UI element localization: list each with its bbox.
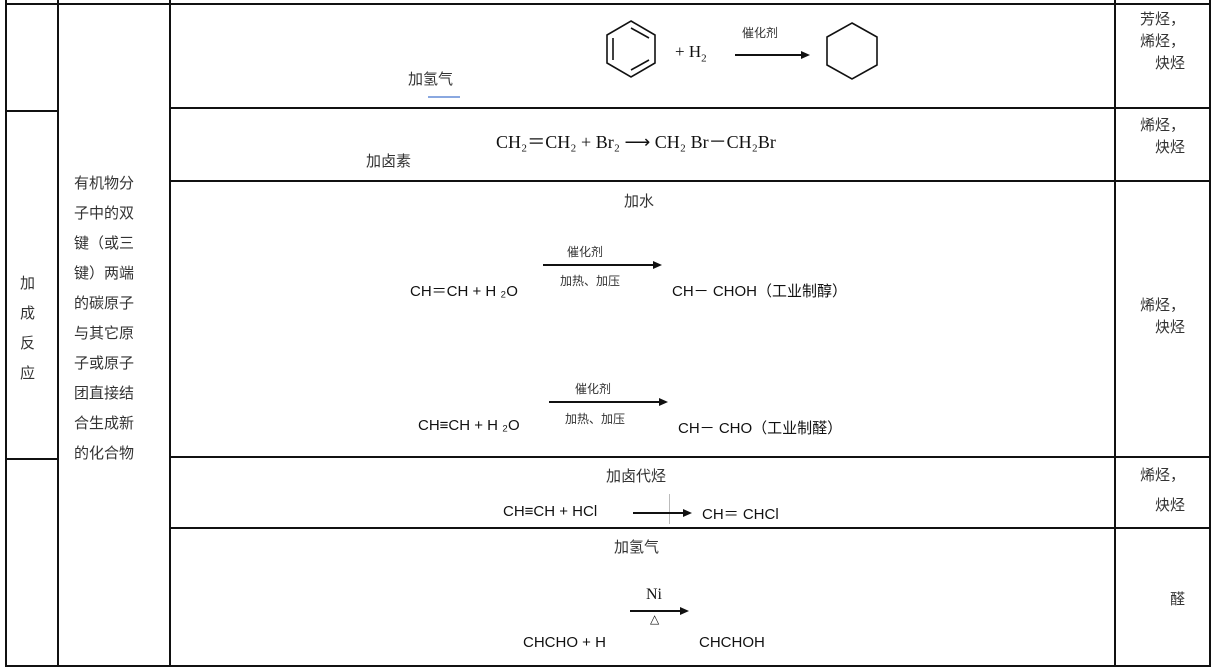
category-char: 加 xyxy=(20,274,36,292)
reaction-label: 加氢气 xyxy=(408,70,454,88)
arrow-head-icon xyxy=(653,260,662,269)
category-column-divider xyxy=(57,0,59,667)
arrow-box xyxy=(630,494,670,524)
condition-below: 加热、加压 xyxy=(565,412,626,426)
definition-line: 有机物分 xyxy=(74,174,135,192)
table-top-border xyxy=(5,3,1211,5)
definition-line: 团直接结 xyxy=(74,384,135,402)
left-section-divider-top xyxy=(5,110,57,112)
catalyst-label: 催化剂 xyxy=(742,26,779,40)
applies-to-cell: 烯烃， 炔烃 xyxy=(1140,114,1185,158)
reaction-label: 加卤代烃 xyxy=(606,467,667,485)
water-equation-2-right: CH－ CHO（工业制醛） xyxy=(678,420,843,437)
aldehyde-equation-right: CHCHOH xyxy=(699,634,765,651)
hydrogen-reagent: + H2 xyxy=(675,42,707,65)
arrow-head-icon xyxy=(683,508,692,517)
left-section-divider-bottom xyxy=(5,458,57,460)
condition-below: 加热、加压 xyxy=(560,274,621,288)
applies-line: 烯烃， xyxy=(1139,116,1185,134)
reaction-arrow xyxy=(543,264,655,266)
aldehyde-equation-left: CHCHO + H xyxy=(523,634,606,651)
definition-line: 的化合物 xyxy=(74,444,135,462)
definition-line: 键）两端 xyxy=(74,264,135,282)
applies-line: 烯烃， xyxy=(1139,466,1185,484)
applies-line: 炔烃 xyxy=(1154,54,1185,72)
halogen-equation: CH₂＝CH₂ + Br₂ ⟶ CH₂ Br－CH₂Br xyxy=(496,132,776,152)
arrow-head-icon xyxy=(680,606,689,615)
applies-line: 烯烃， xyxy=(1139,32,1185,50)
row-divider-4 xyxy=(169,527,1211,529)
applies-line: 炔烃 xyxy=(1154,318,1185,336)
label-underline xyxy=(428,96,460,98)
water-equation-2-left: CH≡CH + H ₂O xyxy=(418,417,520,434)
table-left-border xyxy=(5,0,7,667)
cyclohexane-structure-icon xyxy=(826,22,878,80)
reaction-arrow xyxy=(633,512,685,514)
applies-to-cell: 烯烃， 炔烃 xyxy=(1140,464,1185,516)
category-char: 应 xyxy=(20,364,36,382)
reaction-label: 加氢气 xyxy=(614,538,660,556)
definition-line: 与其它原 xyxy=(74,324,135,342)
applies-to-cell: 烯烃， 炔烃 xyxy=(1140,294,1185,338)
category-char: 反 xyxy=(20,334,36,352)
benzene-structure-icon xyxy=(606,20,656,78)
arrow-head-icon xyxy=(801,50,810,59)
applies-line: 芳烃， xyxy=(1139,10,1185,28)
row-divider-3 xyxy=(169,456,1211,458)
catalyst-nickel: Ni xyxy=(646,586,662,603)
applies-line: 醛 xyxy=(1169,590,1185,608)
row-divider-1 xyxy=(169,107,1211,109)
definition-line: 的碳原子 xyxy=(74,294,135,312)
reaction-arrow xyxy=(735,54,803,56)
reaction-arrow xyxy=(549,401,661,403)
arrow-head-icon xyxy=(659,397,668,406)
definition-line: 合生成新 xyxy=(74,414,135,432)
table-bottom-border xyxy=(5,665,1211,667)
reaction-label: 加水 xyxy=(624,192,655,210)
applies-line: 炔烃 xyxy=(1154,138,1185,156)
definition-line: 子中的双 xyxy=(74,204,135,222)
applies-column-divider xyxy=(1114,0,1116,667)
applies-to-cell: 芳烃， 烯烃， 炔烃 xyxy=(1140,8,1185,74)
row-divider-2 xyxy=(169,180,1211,182)
water-equation-1-left: CH＝CH + H ₂O xyxy=(410,283,518,300)
category-char: 成 xyxy=(20,304,36,322)
hcl-equation-right: CH＝ CHCl xyxy=(702,506,779,523)
water-equation-1-right: CH－ CHOH（工业制醇） xyxy=(672,283,847,300)
definition-line: 子或原子 xyxy=(74,354,135,372)
reaction-label: 加卤素 xyxy=(366,152,412,170)
table-right-border xyxy=(1209,0,1211,667)
heat-symbol: △ xyxy=(650,612,660,626)
hcl-equation-left: CH≡CH + HCl xyxy=(503,503,598,520)
condition-above: 催化剂 xyxy=(567,245,604,259)
applies-line: 炔烃 xyxy=(1154,496,1185,514)
reaction-arrow xyxy=(630,610,682,612)
definition-column-divider xyxy=(169,0,171,667)
applies-to-cell: 醛 xyxy=(1170,588,1185,610)
applies-line: 烯烃， xyxy=(1139,296,1185,314)
condition-above: 催化剂 xyxy=(575,382,612,396)
definition-line: 键（或三 xyxy=(74,234,135,252)
